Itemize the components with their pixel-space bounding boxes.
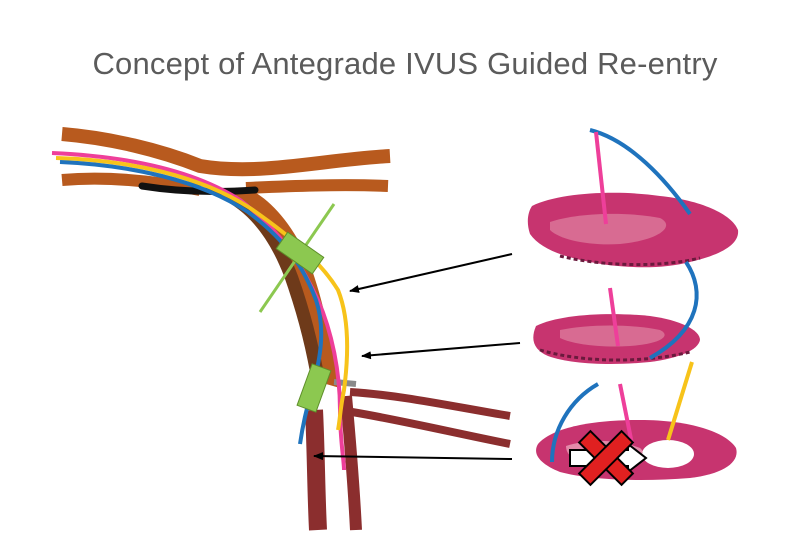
cross-section-2-lower-band [539,348,691,362]
histology-blue-wire-3 [550,382,599,463]
yellow-wire [55,156,350,431]
histology-blue-wire-1 [589,128,692,216]
blue-wire [59,160,324,445]
cross-section-1-lumen [550,213,667,245]
histology-pink-wire-3 [618,383,634,445]
ivus-transducer-upper [275,231,325,275]
histology-yellow-wire [666,361,694,441]
histology-wires [550,128,699,463]
histology-pink-wire-2 [608,287,620,347]
true-lumen-right-branch [340,395,362,531]
arrow-icon [349,253,513,293]
histology-blue-wire-2 [649,260,699,360]
arrow-icon [313,452,513,461]
histology-pink-wire-1 [594,131,608,225]
side-branch-lower [351,408,511,448]
pointing-arrows [313,253,521,461]
cross-section-1-lower-band [559,254,701,267]
vessel-illustration [61,127,511,531]
blocked-cross-icon [569,429,648,487]
vessel-upper-wall [61,127,391,177]
cross-section-3-true-lumen [642,440,694,468]
red-x-mark [577,429,635,487]
histology-cross-section [527,192,739,480]
occlusion-cap [138,182,259,196]
side-branch-upper [349,388,511,420]
slide-title: Concept of Antegrade IVUS Guided Re-entr… [92,46,718,81]
vessel-right-band [245,179,389,194]
ivus-probe-icon [258,203,336,413]
cross-section-2-lumen [560,325,665,347]
ivus-transducer-lower [296,363,332,413]
true-lumen-left-branch [305,409,327,531]
arrow-icon [361,342,521,360]
